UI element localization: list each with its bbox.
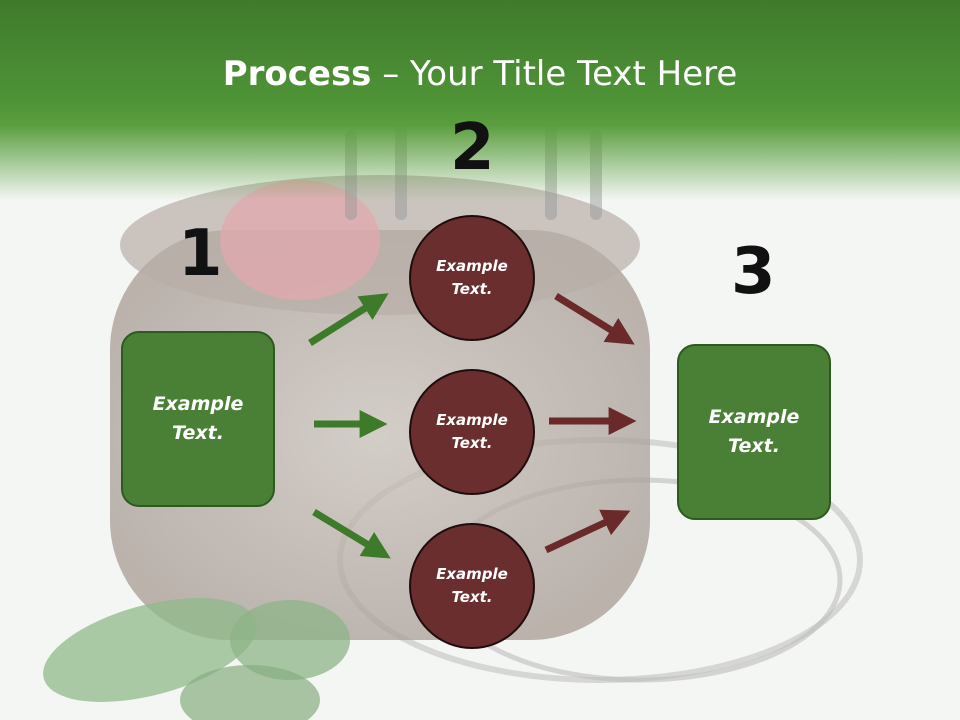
- title-rest: – Your Title Text Here: [371, 54, 738, 94]
- circle-middle-line1: Example: [436, 411, 508, 429]
- circle-middle: Example Text.: [409, 369, 535, 495]
- arrow-green-down: [312, 509, 391, 559]
- step-number-3: 3: [731, 235, 776, 309]
- circle-bottom: Example Text.: [409, 523, 535, 649]
- circle-top-line1: Example: [436, 257, 508, 275]
- arrow-brown-up: [544, 509, 631, 554]
- right-box-line2: Text.: [728, 435, 780, 457]
- right-box-line1: Example: [708, 406, 800, 428]
- arrow-green-up: [308, 293, 389, 346]
- step-number-2: 2: [450, 111, 495, 185]
- header-band: [0, 0, 960, 200]
- right-box: Example Text.: [677, 344, 831, 520]
- arrow-brown-down: [554, 293, 635, 345]
- left-box-line1: Example: [152, 393, 244, 415]
- step-number-1: 1: [178, 217, 223, 291]
- title-bold: Process: [222, 54, 372, 94]
- left-box-line2: Text.: [172, 422, 224, 444]
- circle-bottom-line1: Example: [436, 565, 508, 583]
- left-box: Example Text.: [121, 331, 275, 507]
- circle-bottom-line2: Text.: [451, 588, 493, 606]
- circle-middle-line2: Text.: [451, 434, 493, 452]
- circle-top: Example Text.: [409, 215, 535, 341]
- slide-title: Process – Your Title Text Here: [0, 54, 960, 94]
- circle-top-line2: Text.: [451, 280, 493, 298]
